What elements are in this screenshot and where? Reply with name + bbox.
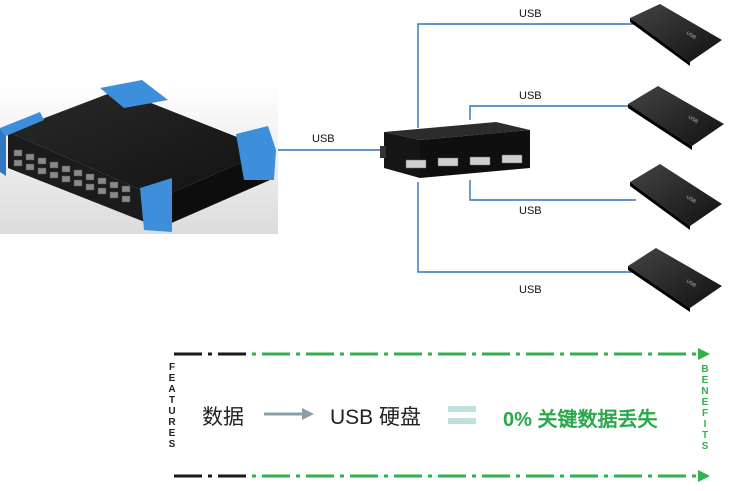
hard-drive: USB <box>630 164 722 230</box>
frame-arrow-top <box>698 348 710 360</box>
flow-frame-ends <box>174 352 250 478</box>
drive-usb-label: USB <box>519 205 542 217</box>
drive-usb-label: USB <box>519 8 542 20</box>
svg-text:USB: USB <box>685 279 697 290</box>
drive-usb-label: USB <box>519 284 542 296</box>
flow-step-data: 数据 <box>202 406 244 429</box>
flow-result: 0% 关键数据丢失 <box>503 409 658 431</box>
hard-drive: USB <box>630 4 722 66</box>
main-usb-label: USB <box>312 133 335 145</box>
svg-text:USB: USB <box>687 115 699 126</box>
frame-arrow-bottom <box>698 470 710 482</box>
usb-hub <box>380 122 530 178</box>
usb-connection-lines <box>278 23 636 273</box>
flow-step-usb-drive: USB 硬盘 <box>330 406 422 429</box>
equals-sign <box>448 406 476 424</box>
svg-text:USB: USB <box>685 31 697 42</box>
drive-usb-label: USB <box>519 90 542 102</box>
svg-text:USB: USB <box>685 195 697 206</box>
recorder-device <box>0 80 276 232</box>
flow-arrow <box>264 408 314 420</box>
hard-drive: USB <box>628 86 724 150</box>
hard-drive: USB <box>628 248 722 312</box>
